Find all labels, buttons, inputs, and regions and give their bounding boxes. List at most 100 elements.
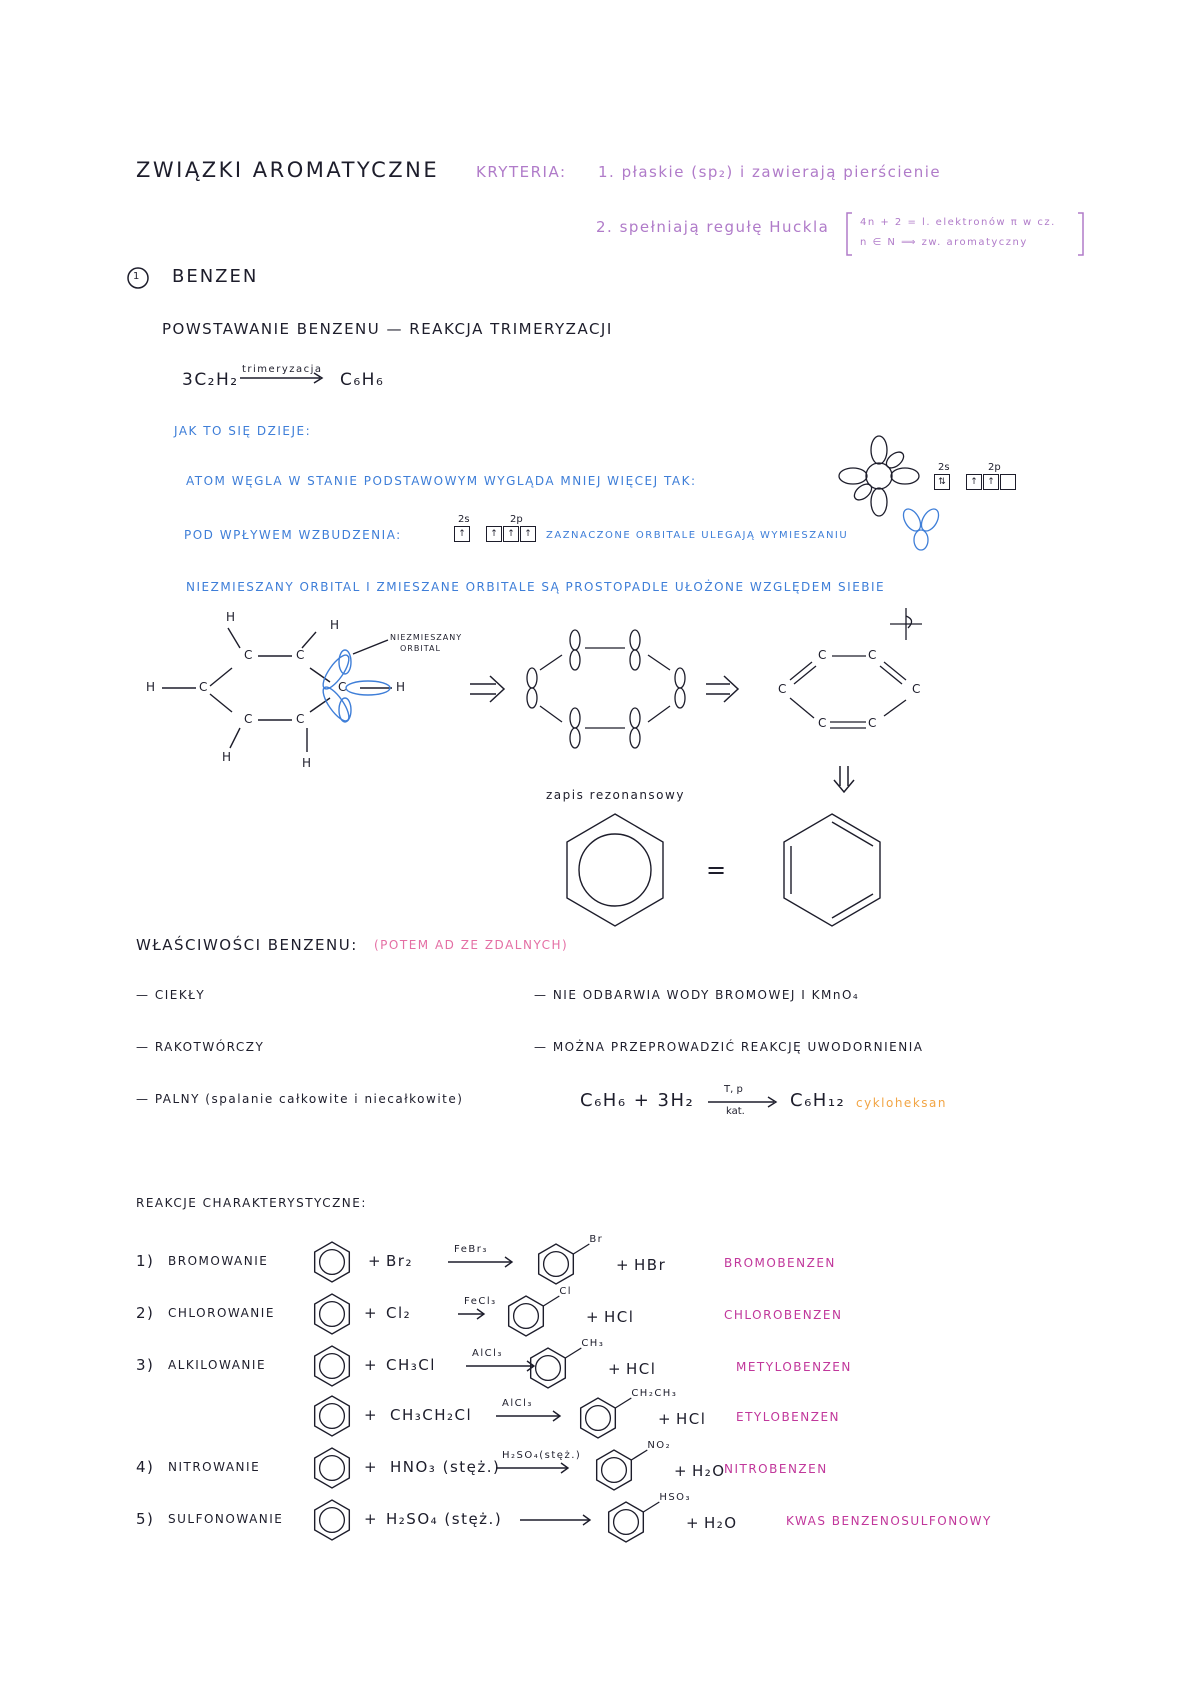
plus-sign: + <box>586 1308 601 1326</box>
formation-lhs: 3C₂H₂ <box>182 370 239 390</box>
reaction-number: 5) <box>136 1510 155 1528</box>
plus-sign: + <box>364 1510 379 1528</box>
kekule-benzene <box>789 608 922 729</box>
hydrogenation-rhs: C₆H₁₂ <box>790 1090 846 1111</box>
criteria-2: 2. spełniają regułę Huckla <box>596 218 830 236</box>
substituent-bond <box>642 1501 660 1513</box>
byproduct: H₂O <box>692 1462 726 1480</box>
byproduct: HCl <box>604 1308 635 1326</box>
atom-c: C <box>199 680 208 694</box>
reactant-benzene-ring-aromatic-circle <box>318 1454 346 1482</box>
ground-2p-label: 2p <box>988 462 1001 473</box>
excited-2s-box: ↑ <box>454 526 471 542</box>
atom-h: H <box>146 680 156 694</box>
reaction-arrow-head <box>560 1462 570 1474</box>
property-right-1: — NIE ODBARWIA WODY BROMOWEJ I KMnO₄ <box>534 988 860 1002</box>
atom-h: H <box>396 680 406 694</box>
reaction-arrow-head <box>552 1410 562 1422</box>
reactant-benzene-ring <box>313 1345 351 1387</box>
criteria-1: 1. płaskie (sp₂) i zawierają pierścienie <box>598 163 942 181</box>
substituent-bond <box>564 1347 582 1359</box>
substituent-bond <box>614 1397 632 1409</box>
atom-c: C <box>244 648 253 662</box>
reaction-arrow-head <box>504 1256 514 1268</box>
reagent: Br₂ <box>386 1252 413 1270</box>
catalyst: AlCl₃ <box>502 1398 533 1409</box>
property-left-2: — RAKOTWÓRCZY <box>136 1040 265 1054</box>
property-left-1: — CIEKŁY <box>136 988 206 1002</box>
substituent: CH₂CH₃ <box>631 1388 678 1399</box>
product-name: ETYLOBENZEN <box>736 1410 841 1424</box>
product-benzene-ring-aromatic-circle <box>534 1354 562 1382</box>
reaction-arrow-head <box>476 1308 486 1320</box>
substituent: Br <box>589 1234 604 1245</box>
unmixed-orbital-label-1: NIEZMIESZANY <box>390 633 463 642</box>
atom-h: H <box>302 756 312 770</box>
huckel-bracket-left <box>846 212 852 256</box>
huckel-bracket-right <box>1078 212 1084 256</box>
excited-state-text: POD WPŁYWEM WZBUDZENIA: <box>184 528 402 542</box>
ground-2s-label: 2s <box>938 462 950 473</box>
atom-h: H <box>226 610 236 624</box>
reaction-name: SULFONOWANIE <box>168 1512 284 1526</box>
reactant-benzene-ring-aromatic-circle <box>318 1506 346 1534</box>
substituent: Cl <box>559 1286 573 1297</box>
reactant-benzene-ring-aromatic-circle <box>318 1402 346 1430</box>
section-number-circle <box>127 267 149 289</box>
double-arrow-1 <box>470 675 506 703</box>
plus-sign: + <box>364 1304 379 1322</box>
criteria-label: KRYTERIA: <box>476 163 567 181</box>
atom-c: C <box>338 680 347 694</box>
catalyst: FeBr₃ <box>454 1244 488 1255</box>
byproduct: HCl <box>676 1410 707 1428</box>
reagent: CH₃Cl <box>386 1356 436 1374</box>
resonance-label: zapis rezonansowy <box>546 788 685 802</box>
plus-sign: + <box>686 1514 701 1532</box>
reaction-number: 1) <box>136 1252 155 1270</box>
substituent-bond <box>542 1295 560 1307</box>
atom-c: C <box>244 712 253 726</box>
plus-sign: + <box>608 1360 623 1378</box>
atom-h: H <box>330 618 340 632</box>
carbon-orbital-sketch <box>838 435 920 517</box>
ground-2s-box: ⇅ <box>934 474 951 490</box>
p-orbital-ring <box>526 629 686 749</box>
benzene-resonance-symbol <box>566 813 664 927</box>
reagent: HNO₃ (stęż.) <box>390 1458 501 1476</box>
reaction-arrow-head <box>582 1514 592 1526</box>
reaction-name: ALKILOWANIE <box>168 1358 267 1372</box>
reactant-benzene-ring <box>313 1395 351 1437</box>
substituent: NO₂ <box>647 1440 672 1451</box>
catalyst: FeCl₃ <box>464 1296 497 1307</box>
ground-state-text: ATOM WĘGLA W STANIE PODSTAWOWYM WYGLĄDA … <box>186 474 697 488</box>
reactant-benzene-ring <box>313 1293 351 1335</box>
atom-c: C <box>818 716 827 730</box>
product-benzene-ring-aromatic-circle <box>512 1302 540 1330</box>
benzene-skeleton-with-h <box>162 627 392 752</box>
excited-2p-boxes: ↑↑↑ <box>486 526 537 542</box>
product-name: CHLOROBENZEN <box>724 1308 843 1322</box>
hybrid-orbital-sketch <box>902 508 940 551</box>
hydrogenation-catalyst: kat. <box>726 1106 745 1117</box>
product-benzene-ring-aromatic-circle <box>600 1456 628 1484</box>
reaction-name: NITROWANIE <box>168 1460 261 1474</box>
properties-note: (POTEM AD ZE ZDALNYCH) <box>374 938 569 952</box>
reactions-heading: REAKCJE CHARAKTERYSTYCZNE: <box>136 1196 367 1210</box>
formation-rhs: C₆H₆ <box>340 370 385 390</box>
hydrogenation-arrow <box>708 1096 778 1108</box>
benzene-kekule-symbol <box>783 813 881 927</box>
double-arrow-2 <box>706 675 740 703</box>
reactant-benzene-ring-aromatic-circle <box>318 1352 346 1380</box>
catalyst: AlCl₃ <box>472 1348 503 1359</box>
reagent: CH₃CH₂Cl <box>390 1406 473 1424</box>
reaction-name: CHLOROWANIE <box>168 1306 275 1320</box>
substituent-bond <box>630 1449 648 1461</box>
hydrogenation-lhs: C₆H₆ + 3H₂ <box>580 1090 695 1111</box>
reactant-benzene-ring <box>313 1241 351 1283</box>
property-left-3: — PALNY (spalanie całkowite i niecałkowi… <box>136 1092 464 1106</box>
product-benzene-ring-aromatic-circle <box>584 1404 612 1432</box>
hydrogenation-conditions: T, p <box>724 1084 743 1095</box>
plus-sign: + <box>616 1256 631 1274</box>
substituent: HSO₃ <box>659 1492 692 1503</box>
